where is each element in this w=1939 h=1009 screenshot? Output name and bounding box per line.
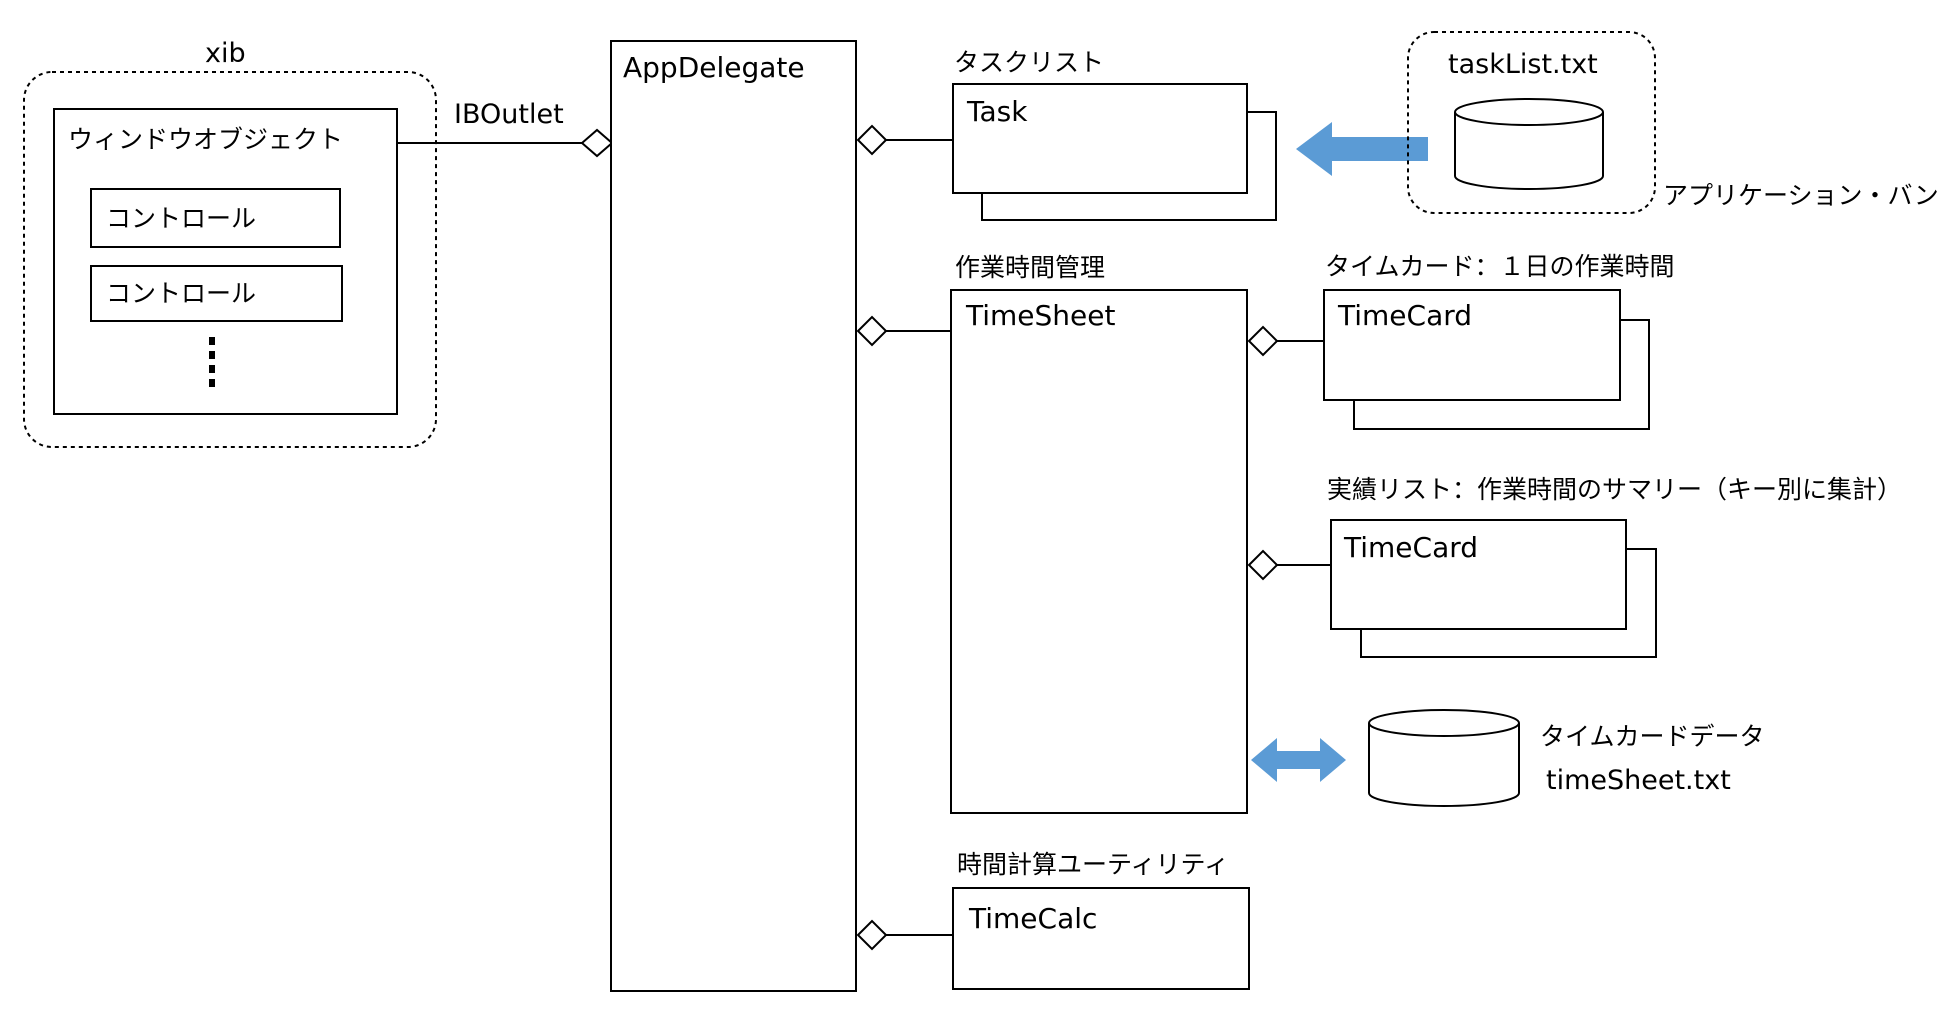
ellipsis-dots: [209, 337, 215, 387]
tasklist-database-icon: [1454, 98, 1604, 190]
timecalc-diamond: [856, 919, 888, 951]
timecard-summary-label: TimeCard: [1344, 531, 1479, 564]
xib-container: [23, 71, 437, 448]
task-list-caption: タスクリスト: [954, 48, 1105, 77]
timesheet-box: [950, 289, 1248, 814]
control-box-1: [90, 188, 341, 248]
iboutlet-label: IBOutlet: [454, 99, 564, 130]
timecard-summary-box: [1330, 519, 1627, 630]
iboutlet-diamond: [580, 128, 614, 158]
timecalc-caption: 時間計算ユーティリティ: [957, 850, 1230, 879]
control-box-2: [90, 265, 343, 322]
window-object-box: [53, 108, 398, 415]
timesheet-box-label: TimeSheet: [966, 299, 1116, 332]
bundle-caption: アプリケーション・バンドル: [1663, 181, 1939, 210]
timecard-summary-diamond: [1247, 549, 1279, 581]
timesheet-database-icon: [1368, 709, 1520, 807]
load-arrow: [1296, 122, 1428, 176]
tasklist-file-label: taskList.txt: [1448, 49, 1598, 80]
app-delegate-label: AppDelegate: [623, 51, 805, 84]
bundle-container: [1407, 31, 1656, 214]
timecard-daily-label: TimeCard: [1338, 299, 1473, 332]
timesheet-caption: 作業時間管理: [955, 253, 1106, 282]
task-box: [952, 83, 1248, 194]
timecard-daily-box: [1323, 289, 1621, 401]
control-label-2: コントロール: [106, 279, 257, 308]
timecalc-box: [952, 887, 1250, 990]
xib-title: xib: [205, 38, 246, 69]
control-label-1: コントロール: [106, 204, 257, 233]
timesheet-file-label: timeSheet.txt: [1546, 765, 1731, 796]
task-box-label: Task: [967, 95, 1028, 128]
timesheet-diamond: [856, 315, 888, 347]
read-write-arrow: [1251, 738, 1346, 782]
timecard-daily-diamond: [1247, 325, 1279, 357]
window-object-label: ウィンドウオブジェクト: [68, 125, 344, 154]
timecard-daily-caption: タイムカード：１日の作業時間: [1325, 252, 1675, 281]
timecard-data-caption: タイムカードデータ: [1540, 722, 1765, 751]
timecalc-box-label: TimeCalc: [969, 902, 1098, 935]
timecard-summary-caption: 実績リスト：作業時間のサマリー（キー別に集計）: [1327, 475, 1903, 504]
app-delegate-box: [610, 40, 857, 992]
task-diamond: [856, 124, 888, 156]
